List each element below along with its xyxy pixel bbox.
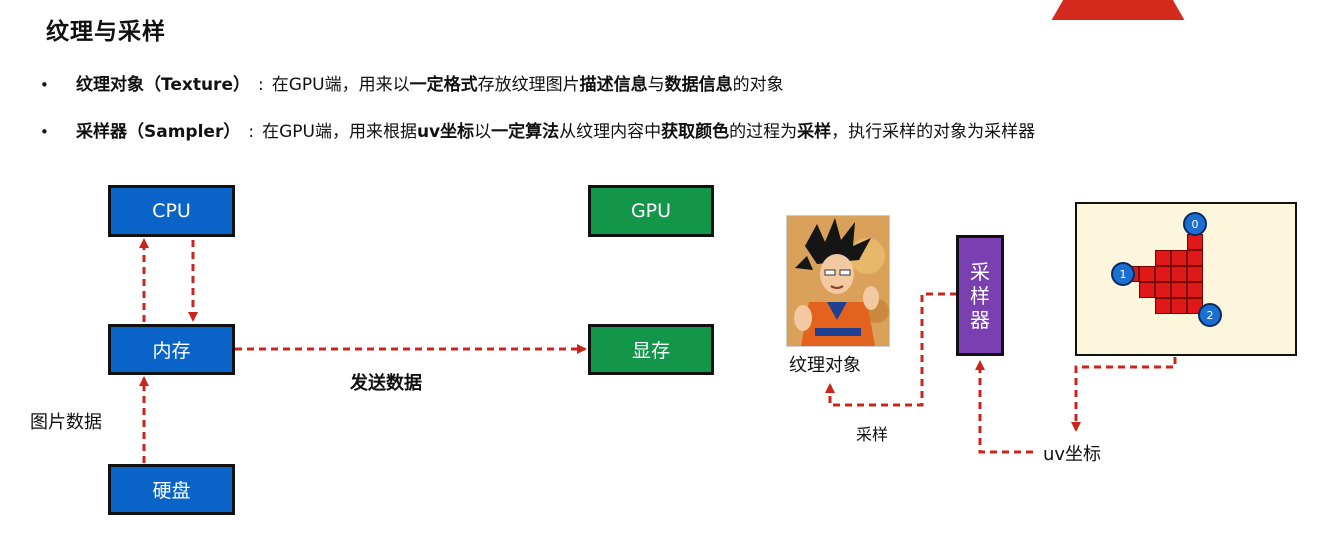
bullet-text: 在GPU端，用来根据 (262, 122, 417, 142)
grid-cell (1187, 282, 1203, 298)
grid-cell (1155, 250, 1171, 266)
uv-grid-panel: 0 1 2 (1075, 202, 1297, 356)
gpu-label: GPU (630, 200, 672, 222)
disk-box: 硬盘 (108, 464, 235, 515)
vram-box: 显存 (588, 324, 714, 375)
bullet-text: 从纹理内容中 (559, 122, 662, 142)
bullet-text: ，执行采样的对象为采样器 (831, 122, 1036, 142)
separator: : (257, 75, 264, 95)
bullet-sampler: • 采样器（Sampler）: 在GPU端，用来根据uv坐标以一定算法从纹理内容中获… (40, 117, 1035, 142)
bullet-text: 的过程为 (729, 122, 798, 142)
bullet-bold: 数据信息 (664, 75, 733, 95)
bullet-bold: 一定算法 (491, 122, 560, 142)
sampler-char: 器 (970, 307, 990, 332)
vertex-0: 0 (1183, 212, 1207, 236)
memory-label: 内存 (152, 340, 191, 362)
bullet-bold: 描述信息 (579, 75, 648, 95)
bullet-bold: uv坐标 (416, 122, 475, 142)
sampler-char: 样 (970, 283, 990, 308)
send-data-label: 发送数据 (350, 373, 422, 394)
bullet-term: 纹理对象（Texture） (76, 75, 250, 95)
sampler-box: 采 样 器 (956, 235, 1004, 356)
texture-object-label: 纹理对象 (789, 355, 861, 376)
vertex-2: 2 (1198, 303, 1222, 327)
memory-box: 内存 (108, 324, 235, 375)
arrow-grid-to-uv (1071, 357, 1177, 432)
cpu-box: CPU (108, 185, 235, 237)
arrow-sampler-to-texture (825, 292, 957, 407)
texture-image (786, 215, 890, 347)
separator: : (248, 122, 255, 142)
grid-cell (1155, 266, 1171, 282)
bullet-term: 采样器（Sampler） (76, 122, 241, 142)
grid-cell (1155, 282, 1171, 298)
bullet-texture: • 纹理对象（Texture）: 在GPU端，用来以一定格式存放纹理图片描述信息与数… (40, 70, 784, 95)
grid-cell (1187, 234, 1203, 250)
grid-cell (1171, 298, 1187, 314)
uv-coords-label: uv坐标 (1043, 444, 1102, 465)
bullet-text: 与 (647, 75, 665, 95)
image-data-label: 图片数据 (30, 412, 102, 433)
character-illustration (787, 216, 889, 346)
bullet-dot: • (40, 123, 49, 141)
page-title: 纹理与采样 (46, 19, 166, 45)
bullet-dot: • (40, 76, 49, 94)
grid-cell (1171, 282, 1187, 298)
gpu-box: GPU (588, 185, 714, 237)
bullet-bold: 采样 (797, 122, 832, 142)
grid-cell (1155, 298, 1171, 314)
sampler-char: 采 (970, 259, 990, 284)
sampling-label: 采样 (856, 425, 889, 444)
bullet-text: 在GPU端，用来以 (271, 75, 410, 95)
bullet-text: 存放纹理图片 (477, 75, 580, 95)
disk-label: 硬盘 (152, 480, 191, 502)
bullet-text: 以 (474, 122, 492, 142)
grid-cell (1171, 266, 1187, 282)
grid-cell (1139, 282, 1155, 298)
cpu-label: CPU (152, 200, 191, 222)
grid-cell (1171, 250, 1187, 266)
grid-cell (1187, 250, 1203, 266)
grid-cell (1187, 266, 1203, 282)
vertex-1: 1 (1111, 262, 1135, 286)
vram-label: 显存 (631, 340, 670, 362)
bullet-text: 的对象 (732, 75, 784, 95)
bullet-bold: 获取颜色 (661, 122, 730, 142)
grid-cell (1139, 266, 1155, 282)
arrow-uv-to-sampler (975, 360, 1033, 454)
bullet-bold: 一定格式 (409, 75, 478, 95)
